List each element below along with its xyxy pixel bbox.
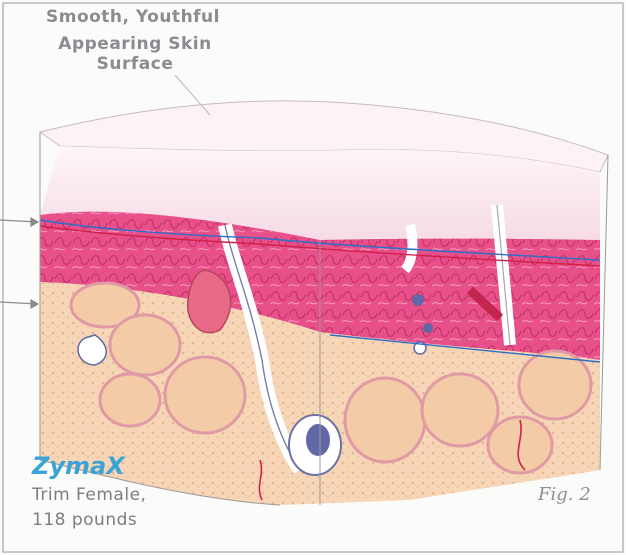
brand-subtitle-line-2: 118 pounds <box>32 510 137 530</box>
caption-line-1: Smooth, Youthful <box>28 7 238 27</box>
brand-name: ZymaX <box>32 452 125 480</box>
brand-subtitle-line-1: Trim Female, <box>32 485 146 505</box>
figure-label: Fig. 2 <box>538 484 591 505</box>
pointer-arrows <box>0 218 38 308</box>
caption-line-2: Appearing Skin Surface <box>20 34 250 74</box>
